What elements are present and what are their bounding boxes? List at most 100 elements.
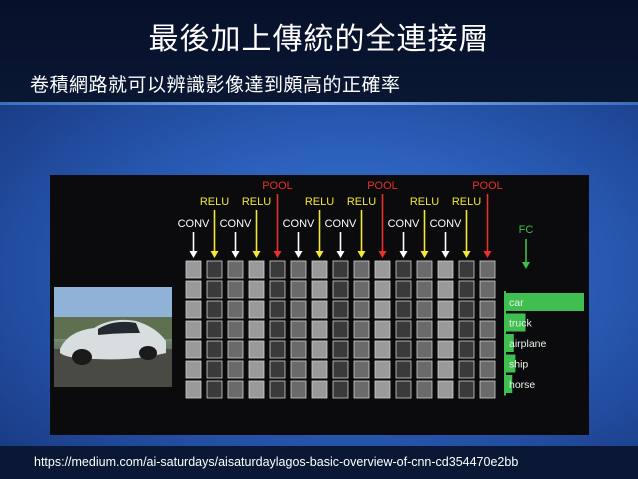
arrow-head [378,251,387,258]
feature-map [311,340,328,359]
arrow-head [357,251,366,258]
feature-map [416,360,433,379]
feature-map [332,260,349,279]
feature-map [353,260,370,279]
footer-bar [0,446,638,479]
feature-map [185,320,202,339]
feature-map [416,380,433,399]
feature-map [248,280,265,299]
feature-map [395,260,412,279]
layer-label: POOL [262,180,293,192]
feature-map [290,320,307,339]
arrow-head [294,251,303,258]
feature-map [332,320,349,339]
feature-map [437,280,454,299]
feature-map [290,280,307,299]
feature-map [437,360,454,379]
arrow-head [420,251,429,258]
feature-map [479,320,496,339]
feature-map [395,340,412,359]
feature-map [227,360,244,379]
feature-map [479,360,496,379]
feature-map [206,360,223,379]
feature-map [269,380,286,399]
front-wheel [72,349,92,365]
arrow-head [336,251,345,258]
feature-map [458,380,475,399]
feature-map [227,380,244,399]
feature-map [416,260,433,279]
feature-map [206,280,223,299]
feature-map [479,260,496,279]
feature-map [185,300,202,319]
class-label: horse [509,379,535,391]
feature-map [269,260,286,279]
fc-label: FC [519,224,534,236]
feature-map [206,300,223,319]
slide-header: 最後加上傳統的全連接層 卷積網路就可以辨識影像達到頗高的正確率 [0,0,638,102]
class-label: ship [509,359,528,371]
feature-map [290,340,307,359]
feature-map [290,260,307,279]
feature-map [458,360,475,379]
feature-map [332,340,349,359]
feature-map [269,280,286,299]
feature-map [374,300,391,319]
feature-map [206,380,223,399]
car-body [60,319,166,360]
arrow-head [483,251,492,258]
feature-map [374,260,391,279]
feature-map [290,300,307,319]
slide-title: 最後加上傳統的全連接層 [148,22,490,57]
car-illustration [54,287,172,387]
feature-map [185,280,202,299]
feature-map [269,360,286,379]
feature-map [374,280,391,299]
feature-map [185,360,202,379]
feature-map [206,320,223,339]
feature-map [458,320,475,339]
feature-map [416,280,433,299]
layer-label: RELU [242,196,271,208]
layer-label: CONV [178,218,210,230]
feature-map [416,320,433,339]
layer-label: RELU [347,196,376,208]
feature-map [248,260,265,279]
feature-map [395,300,412,319]
feature-map [269,300,286,319]
car-window [98,321,140,335]
feature-map [353,360,370,379]
cnn-diagram: CONVRELUCONVRELUPOOLCONVRELUCONVRELUPOOL… [178,180,584,399]
feature-map [395,280,412,299]
feature-map [332,380,349,399]
layer-label: POOL [472,180,503,192]
layer-label: CONV [430,218,462,230]
feature-map [227,320,244,339]
feature-map [374,340,391,359]
feature-map [437,300,454,319]
feature-map [269,340,286,359]
layer-label: RELU [410,196,439,208]
source-link[interactable]: https://medium.com/ai-saturdays/aisaturd… [34,455,519,469]
feature-map [416,300,433,319]
feature-map [458,300,475,319]
feature-map [374,360,391,379]
class-bar [506,293,584,311]
layer-label: RELU [452,196,481,208]
class-label: car [509,297,524,309]
rear-wheel [139,346,157,360]
feature-map [227,260,244,279]
feature-map [269,320,286,339]
feature-map [437,340,454,359]
arrow-head [252,251,261,258]
fc-axis [504,291,506,396]
feature-map [479,300,496,319]
feature-map [227,340,244,359]
feature-map [185,340,202,359]
feature-map [374,320,391,339]
feature-map [290,360,307,379]
feature-map [311,320,328,339]
layer-label: RELU [200,196,229,208]
feature-map [332,360,349,379]
